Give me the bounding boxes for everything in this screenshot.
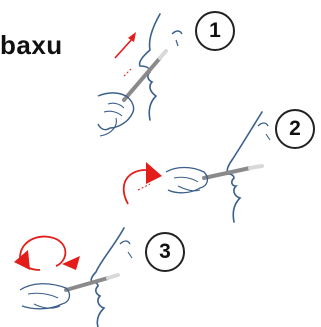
eye-2 [257, 122, 269, 127]
face-profile-3 [90, 227, 125, 327]
step-3-illustration [14, 227, 133, 327]
hand-2 [165, 166, 209, 194]
rotate-arrow-3 [19, 235, 67, 267]
direction-arrow-2 [122, 169, 147, 205]
swab-2 [202, 166, 252, 180]
swab-1 [122, 56, 162, 102]
step-3-badge: 3 [145, 232, 185, 272]
partial-title: baxu [0, 30, 63, 60]
swab-3 [64, 276, 110, 292]
step-1-badge: 1 [195, 11, 235, 51]
face-profile-2 [226, 111, 263, 223]
direction-arrow-1 [114, 37, 134, 59]
step-2-badge: 2 [275, 109, 315, 149]
hand-3 [19, 283, 71, 310]
eye-3 [119, 240, 131, 245]
eye-1 [171, 30, 183, 35]
step-2-illustration [122, 111, 271, 223]
step-1-illustration [97, 13, 183, 137]
hand-1 [97, 92, 135, 131]
